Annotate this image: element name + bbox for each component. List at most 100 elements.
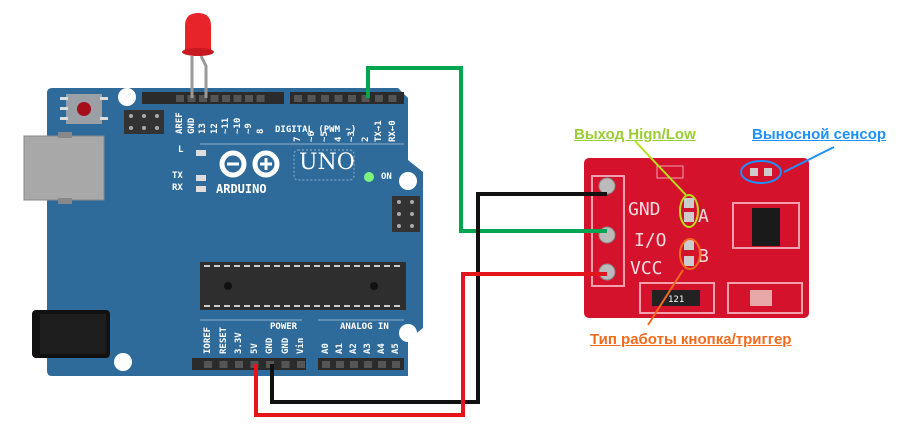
pin-label: 13 bbox=[198, 123, 208, 134]
jumper-a-label: A bbox=[698, 206, 709, 227]
led-label-l: L bbox=[178, 145, 184, 155]
wire-vcc-red bbox=[254, 272, 607, 417]
icsp-header bbox=[124, 110, 164, 134]
mode-pointer bbox=[647, 269, 684, 326]
power-led bbox=[364, 172, 374, 182]
header-pin bbox=[199, 95, 207, 102]
pin-label: IOREF bbox=[203, 326, 213, 354]
mode-jumper-circle bbox=[679, 238, 701, 270]
pin-label: TX→1 bbox=[374, 120, 384, 142]
ttp223-chip bbox=[752, 208, 780, 246]
digital-header-right bbox=[290, 92, 404, 104]
header-pin bbox=[336, 361, 344, 368]
led-l bbox=[196, 150, 206, 156]
header-pin bbox=[375, 95, 383, 102]
model-label: UNO bbox=[299, 150, 355, 175]
power-header-label: POWER bbox=[270, 322, 298, 332]
pin-label: RX←0 bbox=[387, 120, 398, 142]
wire-gnd-black bbox=[270, 192, 607, 404]
header-pin bbox=[222, 95, 230, 102]
header-pin bbox=[321, 95, 329, 102]
header-pin bbox=[334, 95, 343, 102]
pin-label: 4 bbox=[333, 136, 344, 142]
pin-label: ~6 bbox=[306, 131, 317, 142]
header-pin bbox=[187, 95, 196, 102]
usb-port bbox=[23, 132, 105, 204]
red-led bbox=[182, 13, 214, 98]
pin-label: A5 bbox=[391, 343, 401, 354]
pin-label: ~5 bbox=[320, 131, 330, 142]
output-jumper-circle bbox=[679, 194, 699, 228]
pin-label: 5V bbox=[249, 343, 260, 354]
pin-label: A3 bbox=[363, 343, 373, 354]
header-pin bbox=[297, 361, 305, 368]
pin-label: RESET bbox=[218, 326, 229, 354]
header-pin bbox=[348, 95, 356, 102]
on-label: ON bbox=[381, 172, 392, 182]
header-pin bbox=[245, 95, 253, 102]
work-mode-label: Тип работы кнопка/триггер bbox=[590, 331, 792, 348]
remote-sensor-circle bbox=[740, 160, 782, 184]
remote-sensor-label: Выносной сенсор bbox=[752, 126, 887, 143]
analog-header-label: ANALOG IN bbox=[340, 322, 389, 332]
led-label-rx: RX bbox=[172, 183, 183, 193]
pin-label: GND bbox=[265, 337, 275, 354]
pin-label: ~11 bbox=[221, 117, 231, 134]
pin-label: Vin bbox=[296, 337, 306, 354]
pin-label: ~10 bbox=[232, 117, 243, 134]
header-pin bbox=[388, 95, 397, 102]
power-jack bbox=[32, 310, 110, 358]
header-pin bbox=[281, 361, 290, 368]
led-rx bbox=[196, 186, 206, 192]
pin-label: ~9 bbox=[244, 123, 254, 134]
jumper-b-label: B bbox=[698, 246, 709, 267]
header-pin bbox=[378, 361, 386, 368]
header-pin bbox=[350, 361, 358, 368]
header-pin bbox=[204, 361, 212, 368]
header-pin bbox=[307, 95, 316, 102]
led-label-tx: TX bbox=[172, 171, 183, 181]
header-pin bbox=[233, 95, 242, 102]
output-pointer bbox=[634, 140, 687, 196]
pin-label: 8 bbox=[255, 128, 266, 134]
sensor-pin-vcc: VCC bbox=[630, 258, 663, 279]
resistor-code: 121 bbox=[668, 295, 684, 305]
pin-label: AREF bbox=[175, 112, 185, 134]
brand-label: ARDUINO bbox=[216, 182, 267, 196]
header-pin bbox=[392, 361, 400, 368]
wire-io-green bbox=[366, 66, 607, 233]
pin-label: 2 bbox=[360, 136, 371, 142]
output-mode-label: Выход Hign/Low bbox=[574, 126, 696, 143]
reset-button bbox=[60, 94, 108, 124]
arduino-logo-icon bbox=[219, 150, 280, 178]
pin-label: GND bbox=[186, 117, 197, 134]
pin-label: GND bbox=[280, 337, 291, 354]
digital-header-label: DIGITAL (PWM ~) bbox=[275, 125, 357, 135]
pin-label: A2 bbox=[349, 343, 359, 354]
sensor-pin-io: I/O bbox=[634, 230, 667, 251]
header-pin bbox=[210, 95, 219, 102]
pin-label: 12 bbox=[209, 123, 220, 134]
pin-label: 7 bbox=[293, 136, 303, 142]
icsp2-header bbox=[392, 196, 420, 232]
header-pin bbox=[364, 361, 372, 368]
led-tx bbox=[196, 175, 206, 181]
arduino-board bbox=[23, 88, 423, 376]
header-pin bbox=[256, 95, 265, 102]
pin-label: A0 bbox=[321, 343, 331, 354]
pin-label: A4 bbox=[377, 343, 387, 354]
header-pin bbox=[294, 95, 302, 102]
atmega-chip bbox=[200, 262, 406, 310]
sensor-pin-gnd: GND bbox=[628, 199, 661, 220]
pin-label: 3.3V bbox=[234, 332, 244, 354]
header-pin bbox=[219, 361, 228, 368]
touch-sensor-board: GND I/O VCC A B 121 bbox=[584, 158, 809, 318]
header-pin bbox=[176, 95, 184, 102]
pin-label: A1 bbox=[335, 343, 345, 354]
remote-pointer bbox=[783, 146, 835, 173]
header-pin bbox=[361, 95, 370, 102]
pin-label: ~3 bbox=[347, 131, 357, 142]
analog-header bbox=[318, 358, 404, 370]
header-pin bbox=[322, 361, 330, 368]
